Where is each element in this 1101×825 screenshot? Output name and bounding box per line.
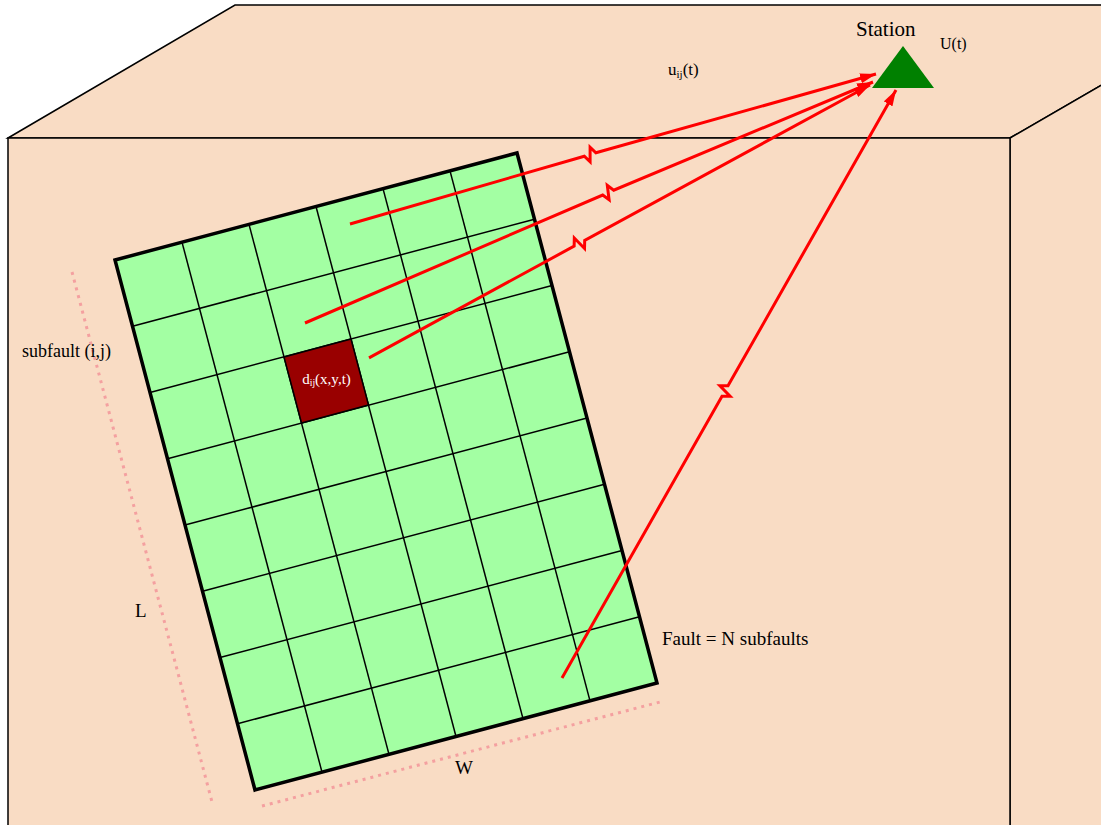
station-triangle-shape <box>870 45 936 89</box>
station-signal: U(t) <box>940 35 967 53</box>
wave-label: uij(t) <box>668 60 699 80</box>
symbol-letter: u <box>668 60 677 79</box>
ray-paths <box>305 74 896 678</box>
fault-plane <box>115 153 657 790</box>
subfault-grid <box>133 171 640 772</box>
station-name: Station <box>856 18 916 40</box>
station-triangle: StationU(t) <box>870 45 936 89</box>
symbol-arguments: (t) <box>683 60 699 79</box>
width-dimension <box>262 702 660 806</box>
block-front-face <box>8 138 1010 825</box>
symbol-arguments: (x,y,t) <box>315 371 351 387</box>
subfault-cell-outline <box>284 339 369 423</box>
station-triangle-outline <box>872 46 934 88</box>
symbol-subscript: ij <box>310 377 315 388</box>
subfault-cell: dij(x,y,t) <box>284 339 369 423</box>
slip-function: dij(x,y,t) <box>302 370 351 392</box>
width-label: W <box>455 757 473 779</box>
block-side-face <box>1010 5 1101 825</box>
block-top-face <box>8 5 1101 138</box>
ray-path <box>562 90 896 678</box>
symbol-subscript: ij <box>677 68 683 80</box>
fault-outline <box>115 153 657 790</box>
ray-path <box>305 82 873 323</box>
ray-path <box>350 74 876 224</box>
length-label: L <box>135 600 147 622</box>
ray-arrow <box>369 85 870 358</box>
fault-label: Fault = N subfaults <box>662 628 808 650</box>
symbol-letter: d <box>302 371 310 387</box>
subfault-label: subfault (i,j) <box>22 341 111 362</box>
